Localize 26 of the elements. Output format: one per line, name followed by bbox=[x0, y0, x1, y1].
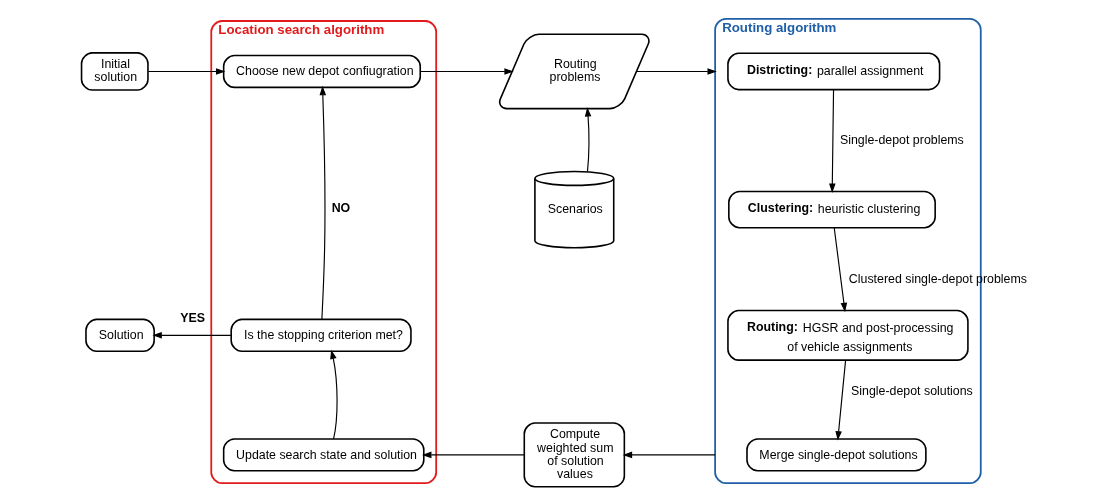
edge-label: Single-depot problems bbox=[839, 132, 964, 147]
edge-label: YES bbox=[180, 310, 206, 325]
arrow bbox=[636, 68, 717, 75]
node-box: Solution bbox=[85, 318, 155, 353]
node-box: Choose new depot confiugration bbox=[222, 54, 422, 89]
arrow bbox=[829, 89, 836, 193]
arrow bbox=[152, 332, 232, 339]
arrow bbox=[622, 451, 716, 459]
node-box: Initial solution bbox=[80, 52, 149, 91]
arrow bbox=[584, 107, 592, 172]
arrow bbox=[419, 68, 514, 75]
edge-label: NO bbox=[331, 201, 351, 216]
node-box: Update search state and solution bbox=[222, 438, 425, 472]
arrow bbox=[835, 359, 847, 441]
node-box: Merge single-depot solutions bbox=[746, 438, 927, 472]
arrow bbox=[833, 227, 848, 313]
node-box: Districting: parallel assignment bbox=[727, 52, 941, 91]
node-box: Is the stopping criterion met? bbox=[230, 318, 412, 353]
node-box: Clustering: heuristic clustering bbox=[728, 190, 936, 229]
edge-label: Single-depot solutions bbox=[851, 384, 973, 399]
arrow bbox=[422, 451, 525, 459]
arrow bbox=[330, 349, 338, 440]
node-box: Routing: HGSR and post-processing of vehicle assignments bbox=[727, 309, 969, 361]
arrow bbox=[319, 85, 327, 320]
arrow bbox=[147, 68, 226, 75]
node-box: Compute weighted sum of solution values bbox=[523, 422, 626, 488]
